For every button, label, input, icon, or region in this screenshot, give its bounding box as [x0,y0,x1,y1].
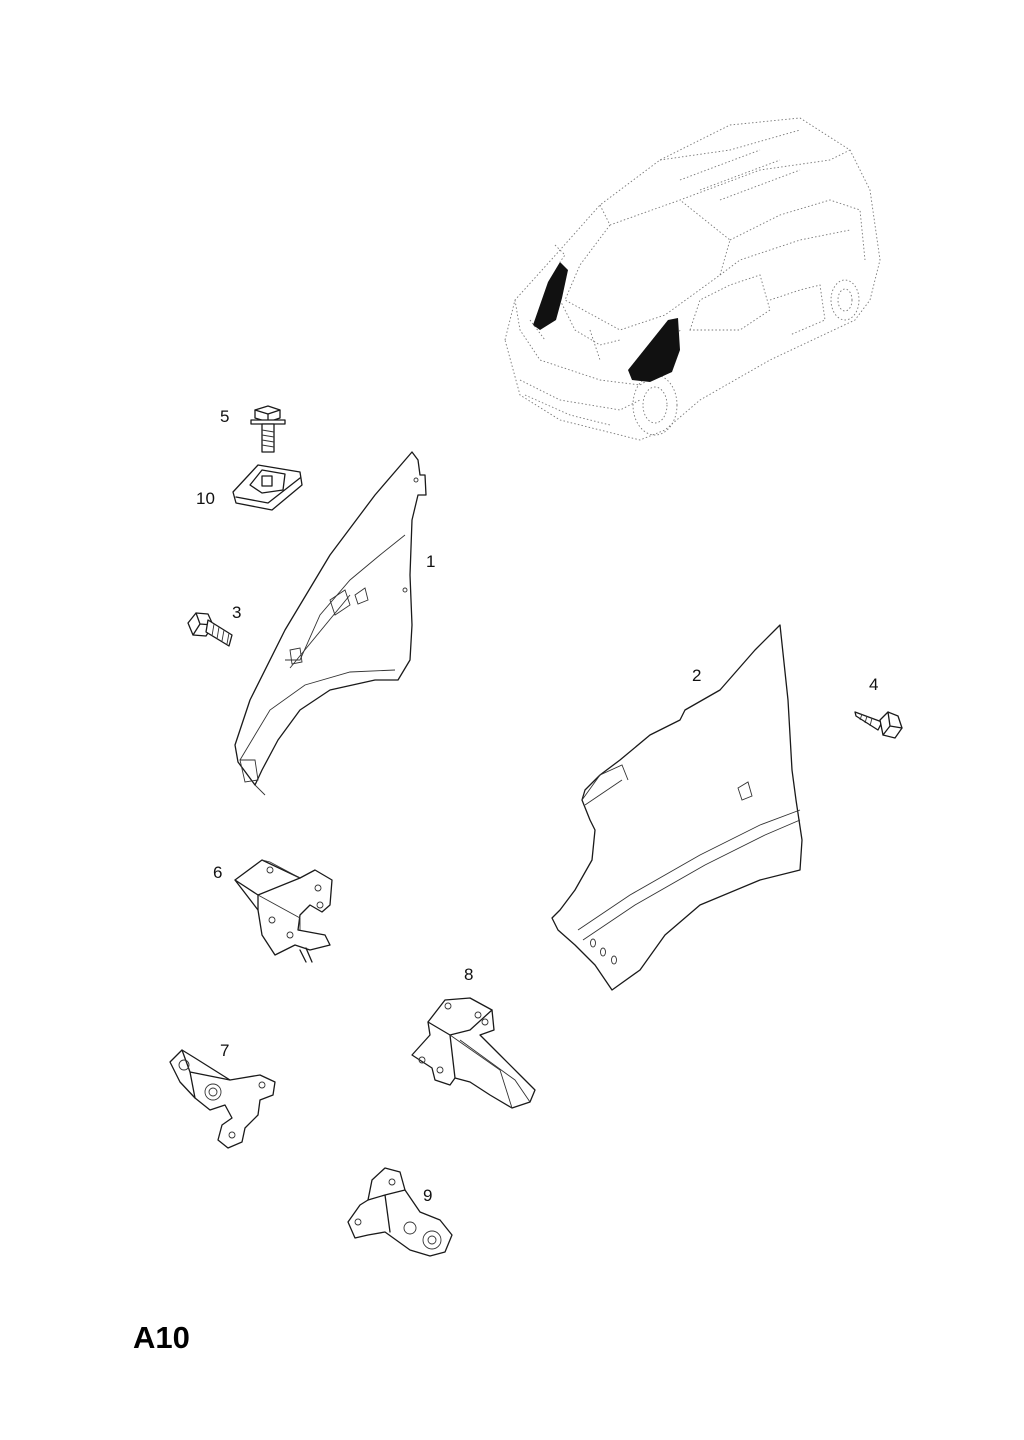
callout-6: 6 [213,863,223,882]
highlighted-right-fender [628,318,680,382]
callout-8: 8 [464,965,474,984]
part-7-bracket [169,1049,276,1149]
callout-2: 2 [692,666,702,685]
callout-3: 3 [232,603,242,622]
callout-7: 7 [220,1041,230,1060]
part-8-bracket [411,997,536,1109]
callout-1: 1 [426,552,436,571]
callout-4: 4 [869,675,879,694]
vehicle-overview [504,117,881,441]
part-3-bolt [187,612,233,647]
part-1-inner-fender [234,451,427,796]
highlighted-left-fender [533,262,568,330]
part-5-bolt [250,405,286,453]
part-9-bracket [347,1167,453,1257]
callout-5: 5 [220,407,230,426]
part-10-clip [232,464,303,511]
callout-9: 9 [423,1186,433,1205]
part-6-bracket [234,859,333,963]
part-4-screw [854,711,903,739]
part-2-outer-fender [551,624,803,991]
callout-10: 10 [196,489,215,508]
page-code: A10 [133,1320,190,1355]
